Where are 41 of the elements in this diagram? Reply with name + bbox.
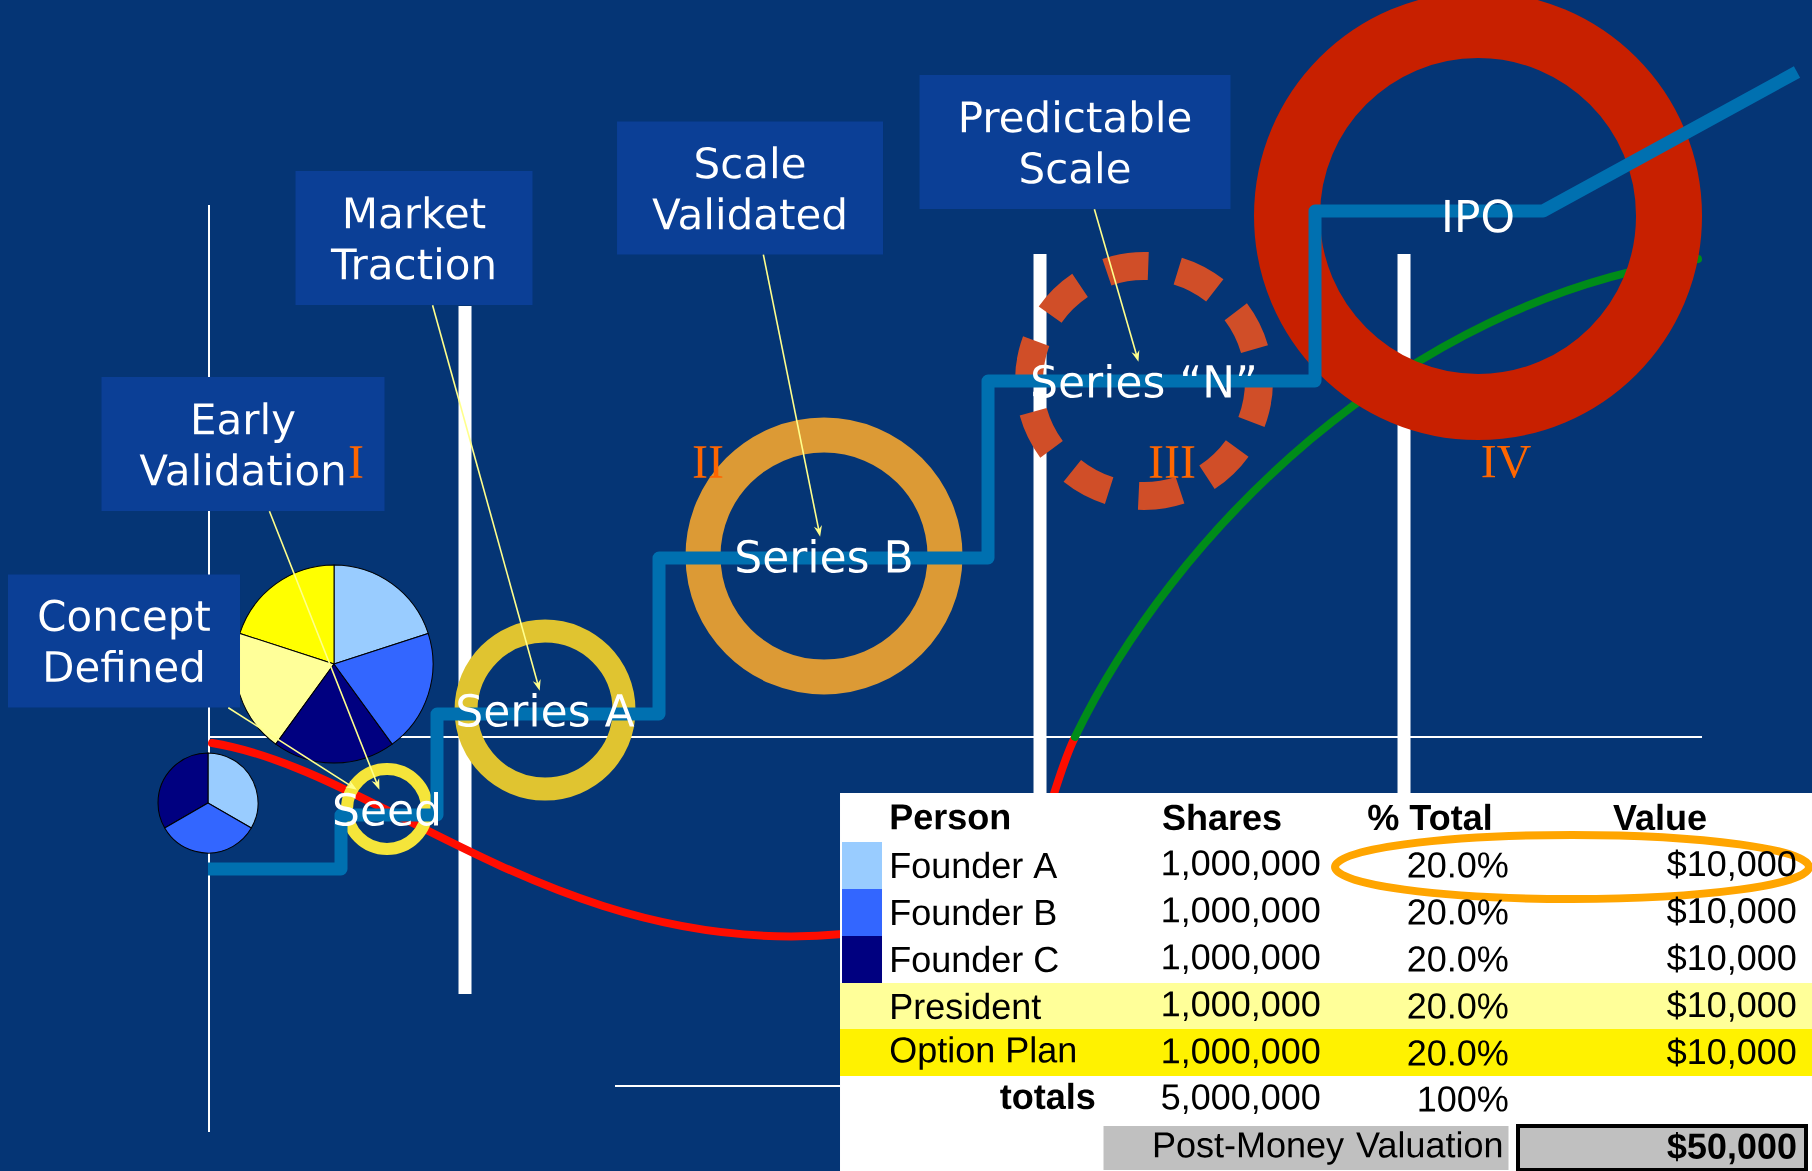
stage-numeral: IV xyxy=(1482,445,1531,479)
table-cell: $10,000 xyxy=(1667,896,1796,928)
table-cell: 20.0% xyxy=(1408,993,1508,1019)
table-cell: 20.0% xyxy=(1408,852,1508,878)
table-cell: $10,000 xyxy=(1667,943,1796,975)
milestone-box: Concept Defined xyxy=(8,574,240,708)
round-label: Series B xyxy=(737,539,911,574)
stage-numeral: III xyxy=(1149,446,1195,478)
table-cell: 100% xyxy=(1419,1086,1508,1112)
table-cell: 20.0% xyxy=(1408,946,1508,972)
milestone-box: Market Traction xyxy=(295,171,533,305)
table-cell: 1,000,000 xyxy=(1163,1038,1320,1068)
milestone-box: Predictable Scale xyxy=(919,75,1231,209)
table-cell: $10,000 xyxy=(1667,849,1796,881)
table-cell: $10,000 xyxy=(1667,990,1796,1022)
table-cell: Option Plan xyxy=(890,1036,1075,1070)
table-cell: President xyxy=(892,992,1041,1020)
stage-numeral: I xyxy=(349,446,363,478)
round-label: Series “N” xyxy=(1033,364,1254,399)
table-cell: totals xyxy=(1000,1082,1095,1110)
table-cell: Founder A xyxy=(892,851,1058,879)
table-cell: Founder B xyxy=(892,898,1056,926)
table-cell: 1,000,000 xyxy=(1163,850,1320,880)
round-label: IPO xyxy=(1445,199,1513,233)
table-cell: Founder C xyxy=(892,945,1058,973)
milestone-box: Scale Validated xyxy=(617,121,883,255)
table-cell: 20.0% xyxy=(1408,899,1508,925)
table-cell: 20.0% xyxy=(1408,1040,1508,1066)
table-cell: Person xyxy=(891,804,1009,830)
table-cell: Value xyxy=(1613,803,1706,831)
table-cell: 1,000,000 xyxy=(1163,897,1320,927)
table-cell: Post-Money Valuation xyxy=(1103,1126,1509,1170)
round-label: Seed xyxy=(334,792,438,827)
stage-numeral: II xyxy=(693,446,723,478)
table-cell: Shares xyxy=(1163,803,1281,831)
table-cell: $50,000 xyxy=(1516,1124,1808,1171)
table-cell: % Total xyxy=(1368,803,1491,831)
table-cell: $10,000 xyxy=(1667,1037,1796,1069)
table-cell: 1,000,000 xyxy=(1163,944,1320,974)
table-cell: 5,000,000 xyxy=(1162,1084,1320,1114)
table-cell: 1,000,000 xyxy=(1163,991,1320,1021)
